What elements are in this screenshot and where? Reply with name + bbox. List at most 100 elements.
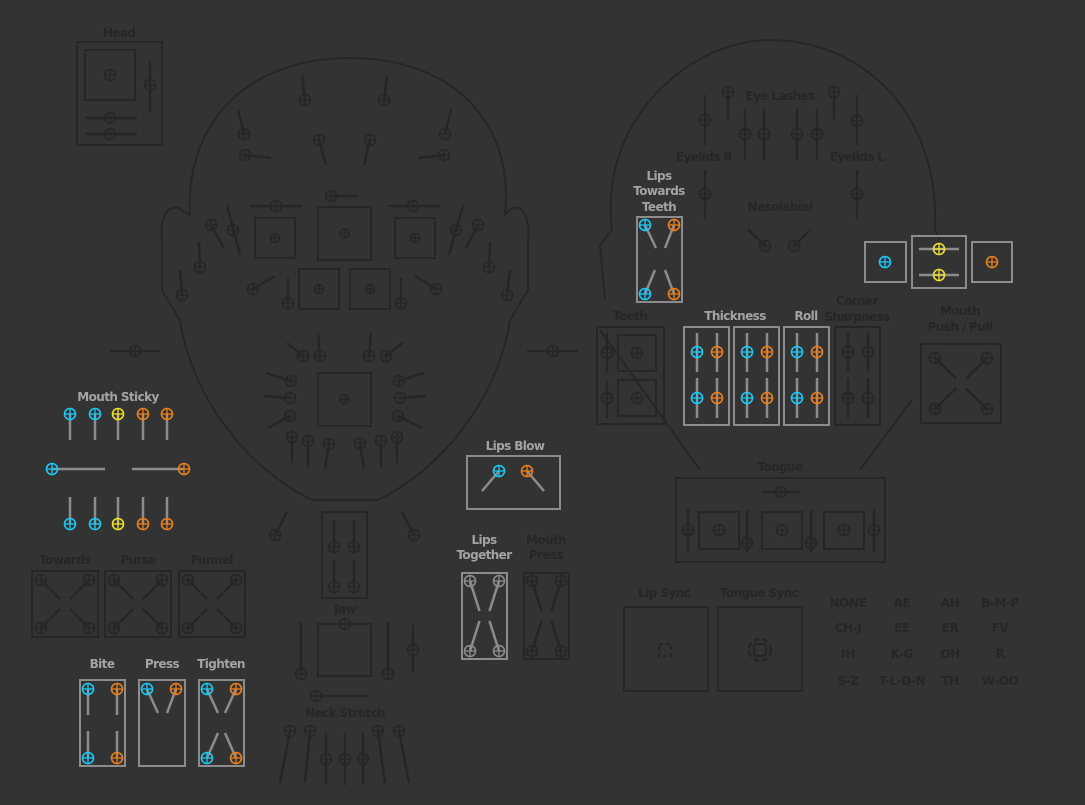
- face-control[interactable]: [301, 434, 315, 448]
- eyelid-slider[interactable]: [790, 127, 804, 141]
- vertical-slider-handle[interactable]: [406, 643, 420, 657]
- face-control[interactable]: [379, 349, 393, 363]
- face-control[interactable]: [391, 409, 405, 423]
- towards-box-control-br[interactable]: [82, 621, 96, 635]
- mouth-push-pull-box-control-bl[interactable]: [928, 402, 942, 416]
- vertical-slider-handle[interactable]: [740, 536, 754, 550]
- purse-box-control-bl[interactable]: [107, 621, 121, 635]
- face-control[interactable]: [175, 288, 189, 302]
- bite-lower-l[interactable]: [110, 751, 124, 765]
- ear-slider-l[interactable]: [546, 344, 560, 358]
- face-control[interactable]: [238, 148, 252, 162]
- vertical-slider-handle[interactable]: [690, 391, 704, 405]
- lower-teeth-control[interactable]: [630, 391, 644, 405]
- ltt-upper-l[interactable]: [667, 218, 681, 232]
- phoneme-button[interactable]: OH: [940, 647, 960, 661]
- mouth-box-control[interactable]: [339, 394, 350, 405]
- mouth-box[interactable]: [317, 372, 372, 427]
- press-l[interactable]: [169, 682, 183, 696]
- mouth-sticky-lower[interactable]: [160, 517, 174, 531]
- vertical-slider-handle[interactable]: [760, 391, 774, 405]
- face-control[interactable]: [313, 349, 327, 363]
- brow-slider-l[interactable]: [406, 199, 420, 213]
- nasolabial-l[interactable]: [787, 239, 801, 253]
- towards-box-control-tl[interactable]: [34, 573, 48, 587]
- face-control[interactable]: [390, 430, 404, 444]
- phoneme-button[interactable]: NONE: [830, 596, 867, 610]
- lip-sync-box[interactable]: [623, 606, 709, 692]
- towards-box-control-tr[interactable]: [82, 573, 96, 587]
- vertical-slider-handle[interactable]: [740, 391, 754, 405]
- vertical-slider-handle[interactable]: [790, 391, 804, 405]
- mouth-sticky-corner-l[interactable]: [177, 462, 191, 476]
- nose-box-r[interactable]: [298, 268, 340, 310]
- neck-slider[interactable]: [356, 752, 370, 766]
- vertical-slider-handle[interactable]: [698, 113, 712, 127]
- mouth-upper-slider[interactable]: [932, 242, 946, 256]
- vertical-slider-handle[interactable]: [861, 345, 875, 359]
- face-control[interactable]: [284, 374, 298, 388]
- face-control[interactable]: [204, 218, 218, 232]
- mouth-sticky-lower[interactable]: [63, 517, 77, 531]
- mouth-sticky-upper[interactable]: [63, 407, 77, 421]
- mouth-push-pull-box-control-tr[interactable]: [980, 351, 994, 365]
- face-control[interactable]: [285, 430, 299, 444]
- vertical-slider-handle[interactable]: [804, 536, 818, 550]
- mouth-push-pull-box-control-tl[interactable]: [928, 351, 942, 365]
- head-rotate-control[interactable]: [103, 68, 117, 82]
- eye-box-r[interactable]: [254, 217, 296, 259]
- lips-blow-l[interactable]: [520, 464, 534, 478]
- vertical-slider-handle[interactable]: [841, 391, 855, 405]
- vertical-slider-handle[interactable]: [381, 667, 395, 681]
- press-r[interactable]: [140, 682, 154, 696]
- bite-upper-r[interactable]: [81, 682, 95, 696]
- face-control[interactable]: [268, 528, 282, 542]
- bite-lower-r[interactable]: [81, 751, 95, 765]
- face-control[interactable]: [193, 260, 207, 274]
- phoneme-button[interactable]: W-OO: [982, 674, 1019, 688]
- face-control[interactable]: [429, 282, 443, 296]
- vertical-slider-handle[interactable]: [698, 187, 712, 201]
- tongue-box[interactable]: [823, 511, 865, 550]
- vertical-slider-handle[interactable]: [710, 345, 724, 359]
- vertical-slider-handle[interactable]: [850, 187, 864, 201]
- funnel-box-control-bl[interactable]: [181, 621, 195, 635]
- mouth-offset-r-box[interactable]: [864, 241, 907, 283]
- phoneme-button[interactable]: T-L-D-N: [879, 674, 926, 688]
- vertical-slider-handle[interactable]: [841, 345, 855, 359]
- tighten-upper-r[interactable]: [200, 682, 214, 696]
- vertical-slider-handle[interactable]: [347, 580, 361, 594]
- vertical-slider-handle[interactable]: [790, 345, 804, 359]
- face-control[interactable]: [283, 409, 297, 423]
- tongue-control[interactable]: [775, 523, 789, 537]
- lower-teeth-box[interactable]: [617, 379, 657, 417]
- eye-box-l[interactable]: [394, 217, 436, 259]
- tighten-upper-l[interactable]: [229, 682, 243, 696]
- vertical-slider-handle[interactable]: [867, 523, 881, 537]
- vertical-slider-handle[interactable]: [294, 667, 308, 681]
- mouth-sticky-upper[interactable]: [160, 407, 174, 421]
- ear-slider-r[interactable]: [128, 344, 142, 358]
- mouth-push-pull-box-control-br[interactable]: [980, 402, 994, 416]
- funnel-box-control-tl[interactable]: [181, 573, 195, 587]
- mouth-sticky-lower[interactable]: [88, 517, 102, 531]
- vertical-slider-handle[interactable]: [327, 540, 341, 554]
- upper-teeth-box[interactable]: [617, 334, 657, 372]
- lips-together-box-control-tr[interactable]: [492, 574, 506, 588]
- nose-box-l[interactable]: [349, 268, 391, 310]
- face-control[interactable]: [438, 127, 452, 141]
- towards-box-control-bl[interactable]: [34, 621, 48, 635]
- vertical-slider-handle[interactable]: [850, 114, 864, 128]
- face-control[interactable]: [322, 437, 336, 451]
- ltt-lower-l[interactable]: [667, 287, 681, 301]
- tongue-sync-box[interactable]: [717, 606, 803, 692]
- ltt-lower-r[interactable]: [638, 287, 652, 301]
- mouth-sticky-lower[interactable]: [136, 517, 150, 531]
- mouth-press-box-control-bl[interactable]: [525, 644, 539, 658]
- face-control[interactable]: [392, 374, 406, 388]
- eyelid-slider[interactable]: [738, 127, 752, 141]
- vertical-slider-handle[interactable]: [810, 345, 824, 359]
- face-control[interactable]: [362, 349, 376, 363]
- bite-upper-l[interactable]: [110, 682, 124, 696]
- phoneme-button[interactable]: K-G: [891, 647, 913, 661]
